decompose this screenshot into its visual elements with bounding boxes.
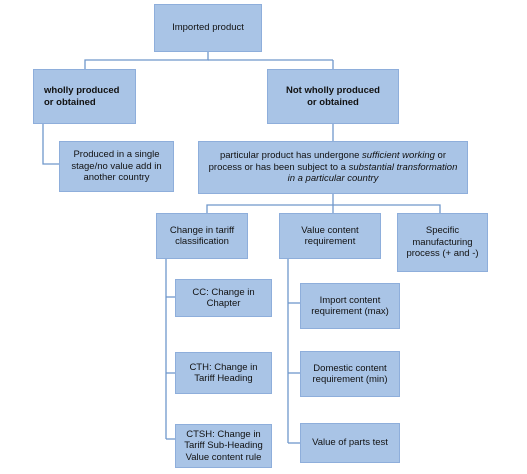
node-parts-test-label: Value of parts test: [312, 437, 388, 449]
node-change-tariff: Change in tariff classification: [156, 213, 248, 259]
connector-level3-bar: [206, 204, 441, 213]
node-specific-process: Specific manufacturing process (+ and -): [397, 213, 488, 272]
node-ctsh: CTSH: Change in Tariff Sub-Heading Value…: [175, 424, 272, 468]
particular-part1: particular product has undergone: [219, 150, 363, 162]
node-specific-process-label: Specific manufacturing process (+ and -): [406, 225, 479, 260]
node-value-content-label: Value content requirement: [301, 224, 359, 247]
node-change-tariff-label: Change in tariff classification: [169, 224, 235, 247]
node-domestic-content: Domestic content requirement (min): [300, 351, 400, 397]
node-import-content-label: Import content requirement (max): [311, 294, 389, 317]
node-cc-label: CC: Change in Chapter: [192, 286, 255, 309]
node-domestic-content-label: Domestic content requirement (min): [312, 362, 388, 385]
connector-root-to-level1: [84, 52, 209, 69]
particular-part4-italic: substantial transformation in a particul…: [287, 161, 458, 185]
particular-part3: or process or has been subject to a: [208, 150, 447, 173]
node-wholly-produced: wholly produced or obtained: [33, 69, 136, 124]
node-parts-test: Value of parts test: [300, 423, 400, 463]
node-cth-label: CTH: Change in Tariff Heading: [189, 361, 258, 384]
node-single-stage-label: Produced in a single stage/no value add …: [71, 149, 162, 184]
particular-part2-italic: sufficient working: [362, 150, 435, 162]
node-value-content: Value content requirement: [279, 213, 381, 259]
node-particular-product-text: particular product has undergone suffici…: [207, 150, 459, 184]
node-imported-product-label: Imported product: [172, 22, 244, 34]
node-not-wholly-produced-label: Not wholly produced or obtained: [286, 85, 380, 108]
node-cc: CC: Change in Chapter: [175, 279, 272, 317]
node-imported-product: Imported product: [154, 4, 262, 52]
node-cth: CTH: Change in Tariff Heading: [175, 352, 272, 394]
connector-wholly-to-single-stage: [42, 124, 59, 165]
node-wholly-produced-label: wholly produced or obtained: [44, 85, 120, 108]
node-not-wholly-produced: Not wholly produced or obtained: [267, 69, 399, 124]
node-ctsh-label: CTSH: Change in Tariff Sub-Heading Value…: [184, 428, 263, 463]
node-single-stage: Produced in a single stage/no value add …: [59, 141, 174, 192]
node-particular-product: particular product has undergone suffici…: [198, 141, 468, 194]
node-import-content: Import content requirement (max): [300, 283, 400, 329]
